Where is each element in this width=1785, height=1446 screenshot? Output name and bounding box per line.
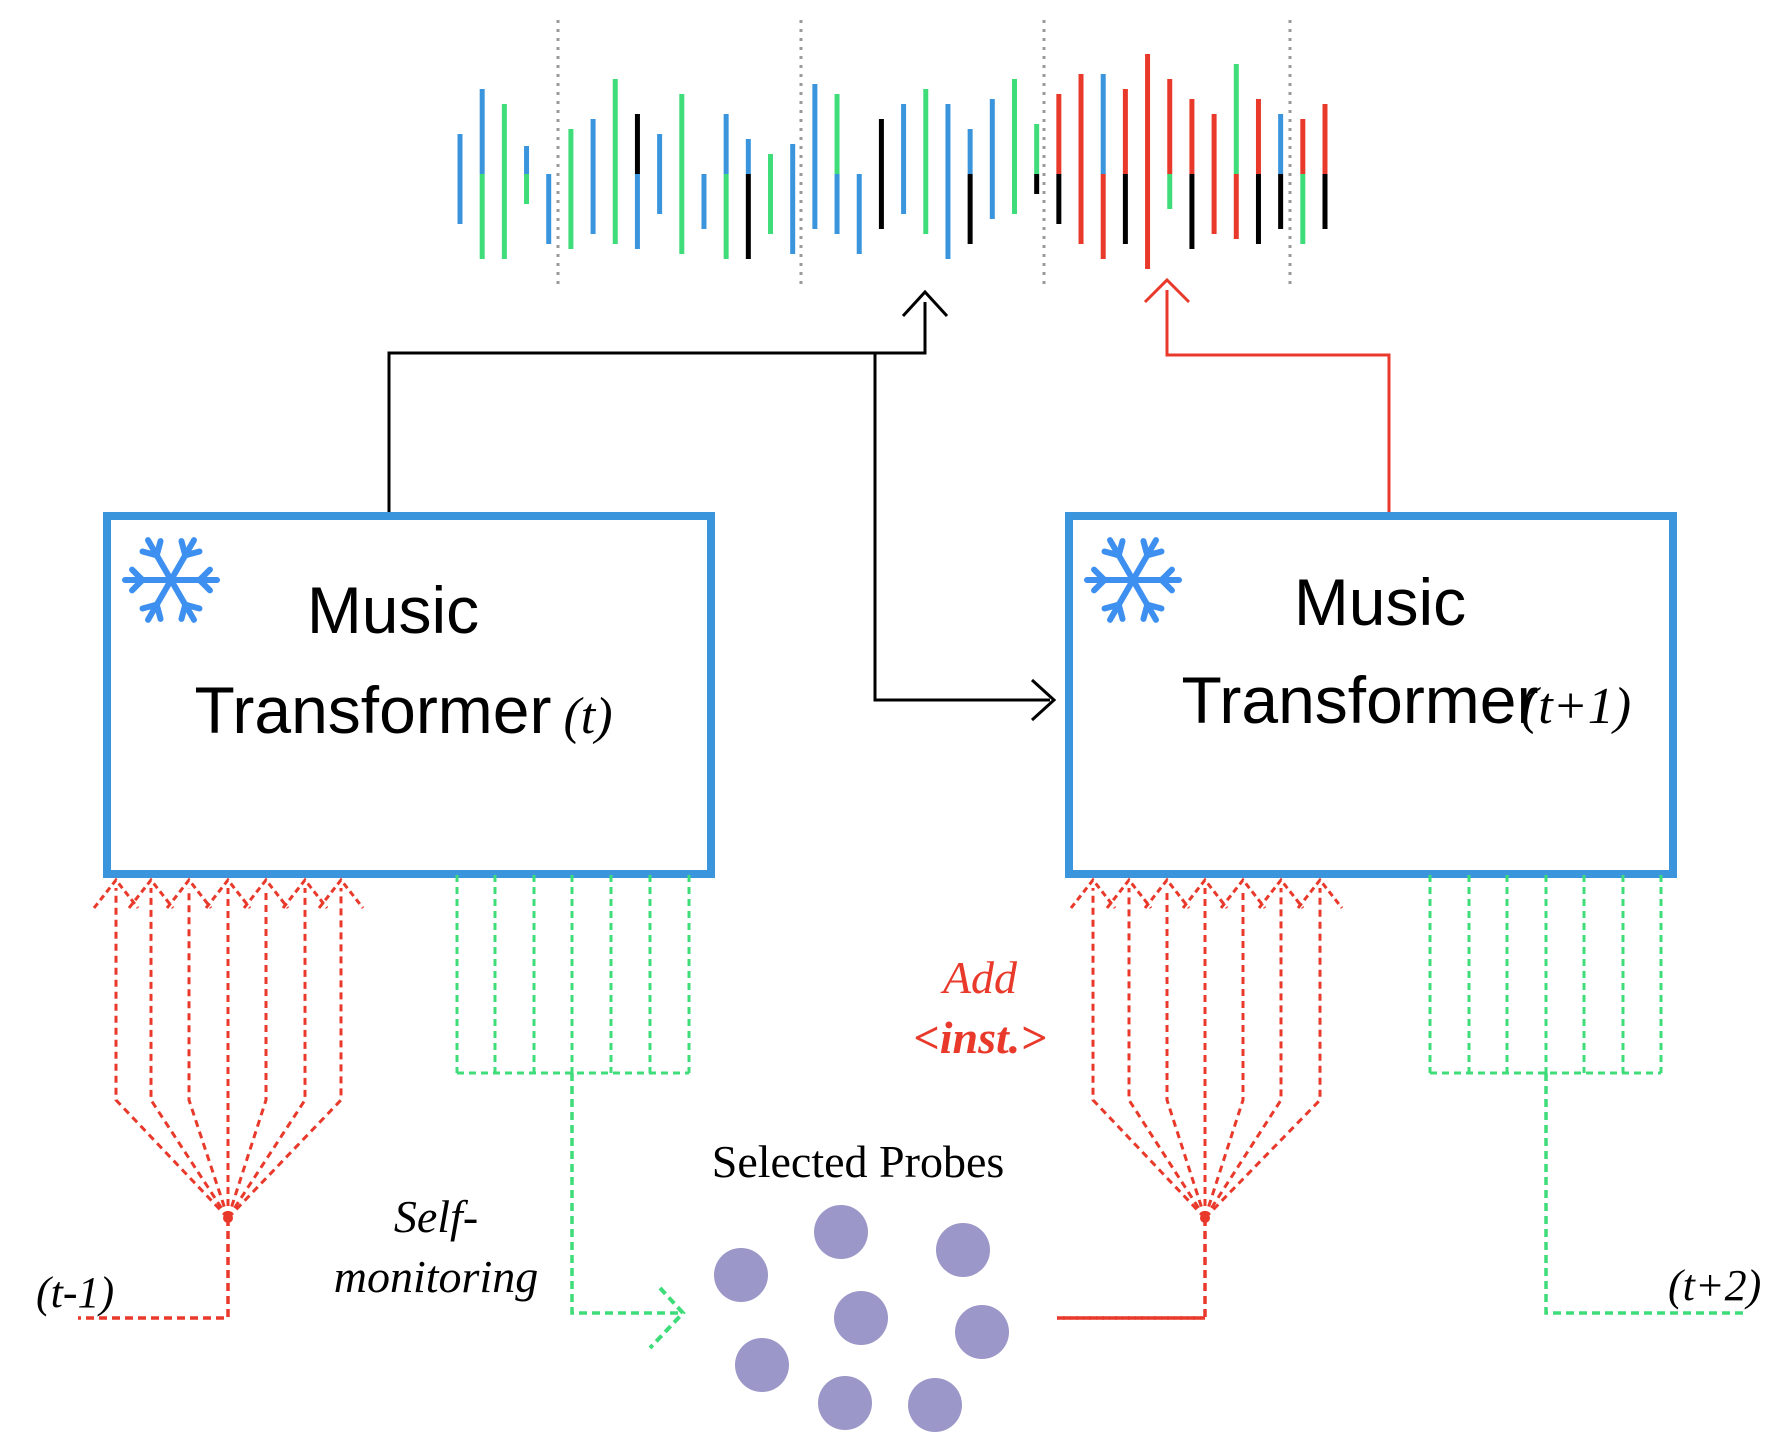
input-token-arrow: [1203, 888, 1283, 1219]
input-token-arrow: [226, 888, 343, 1220]
add-instrument-label-line2: <inst.>: [914, 1012, 1047, 1063]
model-timestep-label: (t): [563, 688, 612, 745]
output-taps-t1: [1428, 875, 1743, 1315]
probe-dot: [818, 1376, 872, 1430]
input-token-arrow: [226, 888, 268, 1219]
input-token-fan-t1: [1057, 877, 1344, 1320]
model-name-line1: Music: [1294, 565, 1466, 639]
arrow-head-up-black: [901, 289, 949, 318]
context-to-model-t1-arrow: [873, 353, 1050, 702]
snowflake-icon: [122, 537, 220, 623]
probe-dot: [735, 1338, 789, 1392]
output-taps-t: [455, 875, 691, 1350]
add-instrument-label-line1: Add: [940, 952, 1018, 1003]
input-arrow-head: [1219, 877, 1267, 909]
input-arrow-head: [281, 877, 329, 909]
prev-step-label: (t-1): [36, 1268, 114, 1317]
model-name-line2: Transformer: [1182, 663, 1539, 737]
input-token-arrow: [1091, 888, 1207, 1220]
input-token-arrow: [1165, 888, 1207, 1219]
input-arrow-head: [1069, 877, 1117, 909]
input-token-fan-t: [78, 877, 365, 1320]
input-token-arrow: [149, 888, 230, 1219]
model-timestep-label: (t+1): [1521, 678, 1631, 735]
snowflake-icon: [1084, 537, 1182, 623]
input-arrow-head: [317, 877, 365, 909]
model-t1-output-arrow: [1165, 290, 1391, 518]
input-arrow-head: [1181, 877, 1229, 909]
input-feed-line: [78, 1218, 230, 1320]
input-arrow-head: [1257, 877, 1305, 909]
probe-dot: [814, 1205, 868, 1259]
probe-dot: [834, 1291, 888, 1345]
input-token-arrow: [226, 888, 307, 1219]
input-arrow-head: [1105, 877, 1153, 909]
model-io: [78, 875, 1743, 1350]
model-name-line2: Transformer: [195, 673, 552, 747]
input-token-arrow: [187, 888, 230, 1219]
self-monitoring-label-line2: monitoring: [334, 1251, 538, 1302]
connections: [387, 277, 1391, 722]
self-monitoring-label-line1: Self-: [394, 1191, 478, 1242]
input-arrow-head: [204, 877, 252, 909]
probe-dot: [908, 1378, 962, 1432]
input-token-arrow: [1203, 888, 1322, 1220]
self-monitoring-feed-line: [1544, 1073, 1743, 1315]
input-arrow-head: [1143, 877, 1191, 909]
input-arrow-head: [1296, 877, 1344, 909]
input-arrow-head: [92, 877, 140, 909]
probe-dot: [714, 1248, 768, 1302]
arrow-head-right-black: [1030, 678, 1057, 722]
probe-dot: [936, 1223, 990, 1277]
next-step-label: (t+2): [1668, 1261, 1761, 1310]
input-arrow-head: [242, 877, 290, 909]
selected-probes-label: Selected Probes: [712, 1136, 1005, 1187]
model-name-line1: Music: [307, 573, 479, 647]
input-token-arrow: [1203, 888, 1245, 1219]
input-token-arrow: [1127, 888, 1207, 1219]
probe-dot: [955, 1305, 1009, 1359]
model-t-output-arrow: [387, 302, 927, 518]
selected-probes: [714, 1205, 1009, 1432]
input-arrow-head: [165, 877, 213, 909]
arrow-head-up-red: [1143, 277, 1191, 304]
generated-sequence-strip: [457, 20, 1328, 290]
self-monitoring-feed-line: [570, 1073, 683, 1315]
input-feed-line: [1057, 1218, 1207, 1320]
input-arrow-head: [127, 877, 175, 909]
input-token-arrow: [114, 888, 230, 1220]
probe-arrow-head: [648, 1286, 686, 1350]
